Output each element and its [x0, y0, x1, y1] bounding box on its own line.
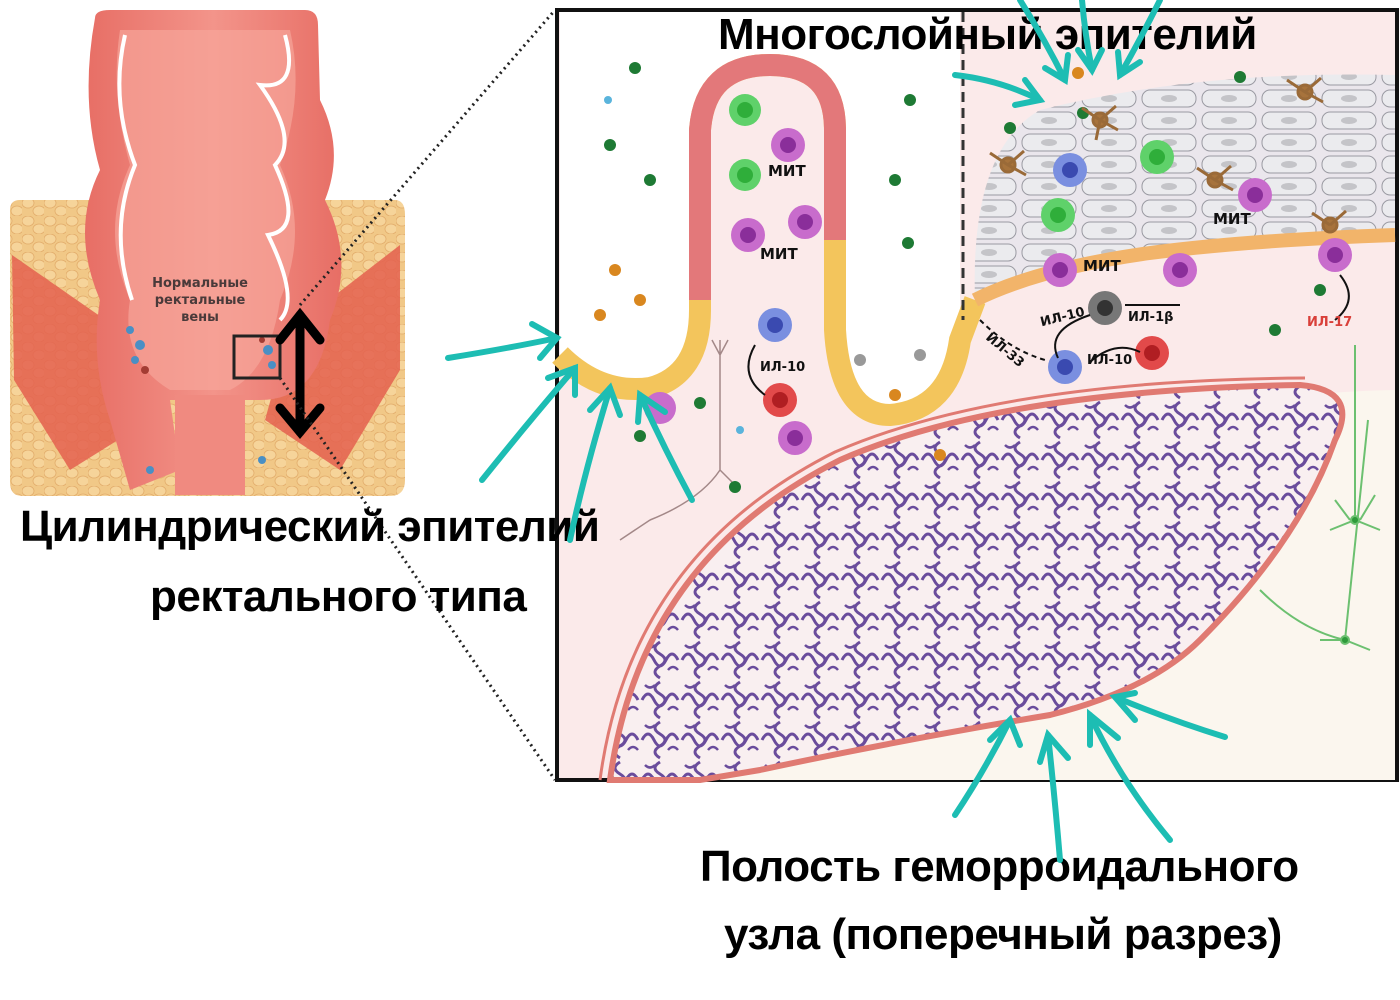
double-headed-arrow-icon: [275, 307, 325, 440]
arrow-icon: [1017, 0, 1071, 85]
nerve-fiber: [619, 339, 741, 541]
arrow-icon: [479, 363, 578, 483]
arrow-icon: [445, 321, 562, 361]
rectal-veins: [126, 326, 276, 474]
il17-label: ИЛ-17: [1307, 315, 1353, 330]
zoom-line-top: [298, 9, 557, 306]
mit-cell-label: МИТ: [768, 162, 806, 180]
normal-rectal-veins-label: Нормальные ректальные вены: [152, 276, 248, 325]
anal-canal: [175, 395, 245, 495]
signaling-arrows: [747, 274, 1350, 396]
il1b-label: ИЛ-1β: [1128, 310, 1174, 325]
arrow-icon: [1115, 0, 1163, 81]
columnar-epithelium-label-line2: ректального типа: [150, 572, 527, 621]
stratified-epithelium: [974, 74, 1395, 300]
hemorrhoid-cavity-label-line2: узла (поперечный разрез): [724, 910, 1282, 959]
il10-label: ИЛ-10: [760, 360, 806, 375]
arrow-icon: [1037, 728, 1071, 863]
cytokine-particles: [594, 62, 1326, 493]
arrow-icon: [952, 72, 1046, 108]
mit-cell-label: МИТ: [1083, 257, 1121, 275]
columnar-epithelium-label-line1: Цилиндрический эпителий: [20, 502, 600, 551]
rectal-lumen: [560, 12, 960, 420]
stratified-epithelium-label: Многослойный эпителий: [718, 10, 1257, 59]
arrow-icon: [1109, 690, 1228, 740]
dendritic-cell-icon: [989, 76, 1347, 234]
mit-cell-label: МИТ: [1213, 210, 1251, 228]
arrow-icon: [1087, 708, 1173, 843]
arrow-icon: [635, 389, 695, 503]
hemorrhoid-cavity-label-line1: Полость геморроидального: [700, 842, 1299, 891]
zoom-region-box: [232, 334, 282, 380]
arrow-icon: [567, 382, 623, 543]
neuron-icon: [1259, 345, 1381, 651]
rectum-lumen: [115, 30, 296, 390]
arrow-icon: [952, 714, 1023, 818]
arrow-icon: [1075, 0, 1105, 76]
hemorrhoid-vascular-cavity: [606, 381, 1346, 783]
il10-label: ИЛ-10: [1087, 353, 1133, 368]
mit-cell-label: МИТ: [760, 245, 798, 263]
